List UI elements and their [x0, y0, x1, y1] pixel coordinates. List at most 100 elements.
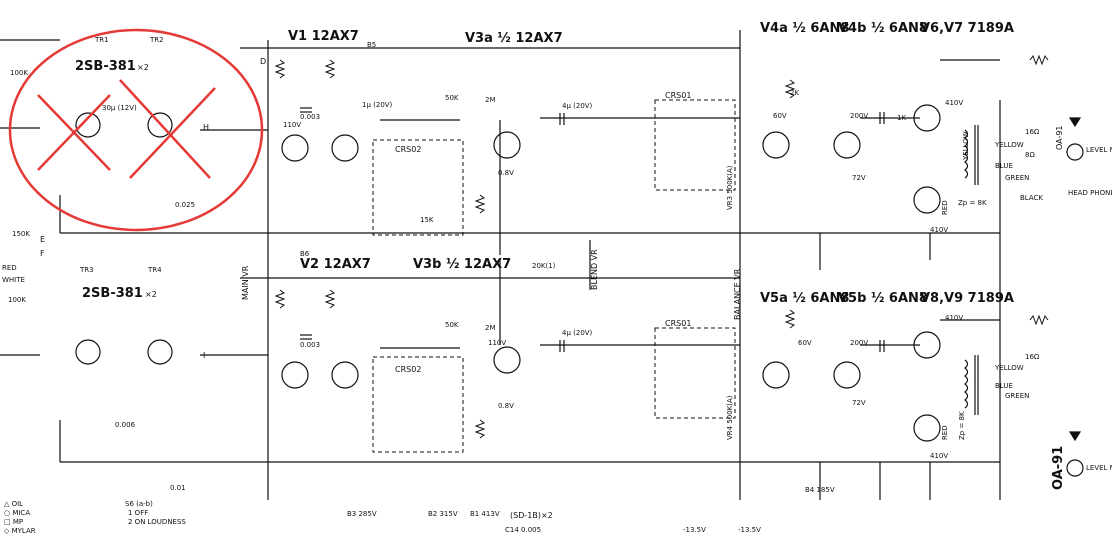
- transistor-part-bottom: 2SB-381: [82, 286, 143, 301]
- black-top: BLACK: [1020, 194, 1043, 202]
- comp-2m-a: 2M: [485, 96, 496, 104]
- red-wire-bottom: RED: [941, 425, 949, 440]
- ohm16-bottom: 16Ω: [1025, 353, 1040, 361]
- blend-vr-label: BLEND VR: [590, 249, 599, 290]
- comp-100k-b: 100K: [8, 296, 26, 304]
- resistor-symbols: [274, 54, 1049, 439]
- comp-20k-a: 20K(1): [532, 262, 556, 270]
- red-cross-out-annotation: [8, 28, 264, 232]
- transistor-tr2-label: TR2: [149, 36, 164, 44]
- legend-mica: ○ MICA: [4, 509, 30, 517]
- comp-15k-a: 15K: [420, 216, 434, 224]
- supply-b2: B2 315V: [428, 510, 458, 518]
- comp-100k-a: 100K: [10, 69, 28, 77]
- v410-bottom2: 410V: [930, 452, 948, 460]
- transistors: [75, 112, 173, 365]
- comp-50k-a: 50K: [445, 94, 459, 102]
- tube-label-v5b: V5b ½ 6AN8: [838, 291, 928, 306]
- tube-v6: [913, 104, 941, 132]
- level-meter-top-label: LEVEL METER: [1086, 146, 1112, 154]
- tube-v4a: [762, 131, 790, 159]
- supply-m135-b: -13.5V: [738, 526, 761, 534]
- crs01-top-outline: [654, 99, 736, 191]
- tube-label-v4b: V4b ½ 6AN8: [838, 21, 928, 36]
- tube-label-v3b: V3b ½ 12AX7: [413, 257, 511, 272]
- crs-block-outlines: [372, 99, 736, 453]
- comp-2m-b: 2M: [485, 324, 496, 332]
- transistor-tr1: [75, 112, 101, 138]
- zp-top: Zp = 8K: [958, 199, 987, 207]
- zp-bottom: Zp = 8K: [958, 411, 966, 440]
- diode-bottom-icon: [1068, 431, 1082, 442]
- crs02-bottom-label: CRS02: [395, 365, 421, 374]
- comp-0006-a: 0.006: [115, 421, 136, 429]
- bus-wires: [0, 30, 1001, 500]
- comp-60v-b: 60V: [798, 339, 812, 347]
- legend-mp: □ MP: [4, 518, 23, 526]
- tube-v2b: [331, 361, 359, 389]
- crs02-bottom-outline: [372, 356, 464, 453]
- comp-1u-a: 1μ (20V): [362, 101, 393, 109]
- tubes: [281, 104, 941, 442]
- level-meter-bottom-label: LEVEL METER: [1086, 464, 1112, 472]
- tube-v3a: [493, 131, 521, 159]
- side-e: E: [40, 235, 45, 244]
- crs01-top-label: CRS01: [665, 91, 691, 100]
- transistor-tr4-label: TR4: [147, 266, 162, 274]
- blue-bottom: BLUE: [995, 382, 1013, 390]
- transistor-tr3-label: TR3: [79, 266, 94, 274]
- crs01-bottom-label: CRS01: [665, 319, 691, 328]
- crs02-top-label: CRS02: [395, 145, 421, 154]
- tube-label-v67: V6,V7 7189A: [920, 21, 1014, 36]
- transistor-tr1-label: TR1: [94, 36, 109, 44]
- supply-b4: B4 185V: [805, 486, 835, 494]
- supply-c14: C14 0.005: [505, 526, 541, 534]
- crs02-top-outline: [372, 139, 464, 236]
- comp-0025-a: 0.025: [175, 201, 195, 209]
- vr3-label: VR3 500K(A): [726, 165, 734, 210]
- capacitor-symbols: [300, 107, 885, 352]
- main-vr-label: MAIN VR: [241, 265, 250, 300]
- legend-oil: △ OIL: [4, 500, 23, 508]
- transistor-tr3: [75, 339, 101, 365]
- oa91-bottom-label: OA-91: [1051, 446, 1066, 490]
- yellow-wire-top: YELLOW: [962, 131, 970, 161]
- ohm8-top: 8Ω: [1025, 151, 1035, 159]
- tube-label-v2: V2 12AX7: [300, 257, 371, 272]
- comp-110v-a: 110V: [283, 121, 301, 129]
- red-cross-line-3: [119, 79, 211, 179]
- comp-003-b: 0.003: [300, 341, 320, 349]
- side-white: WHITE: [2, 276, 25, 284]
- legend-mylar: ◇ MYLAR: [4, 527, 36, 535]
- supply-b3: B3 285V: [347, 510, 377, 518]
- tube-label-v1: V1 12AX7: [288, 29, 359, 44]
- ohm16-top: 16Ω: [1025, 128, 1040, 136]
- supply-b6: B6: [300, 250, 310, 258]
- yellow-bottom: YELLOW: [994, 364, 1024, 372]
- tube-v4b: [833, 131, 861, 159]
- oa91-top-label: OA-91: [1055, 125, 1064, 150]
- model-label: (SD-1B)×2: [510, 511, 553, 520]
- side-red: RED: [2, 264, 17, 272]
- level-meter-bottom: [1066, 459, 1084, 477]
- red-cross-line-4: [129, 87, 216, 179]
- vr4-label: VR4 500K(A): [726, 395, 734, 440]
- legend-switch: S6 (a-b): [125, 500, 153, 508]
- transistor-mult-top: ×2: [137, 63, 149, 72]
- side-i: I: [203, 351, 205, 360]
- transistor-tr2: [147, 112, 173, 138]
- level-meter-top: [1066, 143, 1084, 161]
- tube-v1a: [281, 134, 309, 162]
- v410-mid: 410V: [930, 226, 948, 234]
- legend-sw2: 2 ON LOUDNESS: [128, 518, 186, 526]
- supply-b1: B1 413V: [470, 510, 500, 518]
- comp-08v-b: 0.8V: [498, 402, 514, 410]
- output-transformers: [964, 125, 979, 415]
- comp-110v-b: 110V: [488, 339, 506, 347]
- yellow-top: YELLOW: [994, 141, 1024, 149]
- tube-label-v5a: V5a ½ 6AN8: [760, 291, 849, 306]
- red-wire-top: RED: [941, 200, 949, 215]
- comp-001-a: 0.01: [170, 484, 186, 492]
- v410-bottom: 410V: [945, 314, 963, 322]
- side-f: F: [40, 249, 45, 258]
